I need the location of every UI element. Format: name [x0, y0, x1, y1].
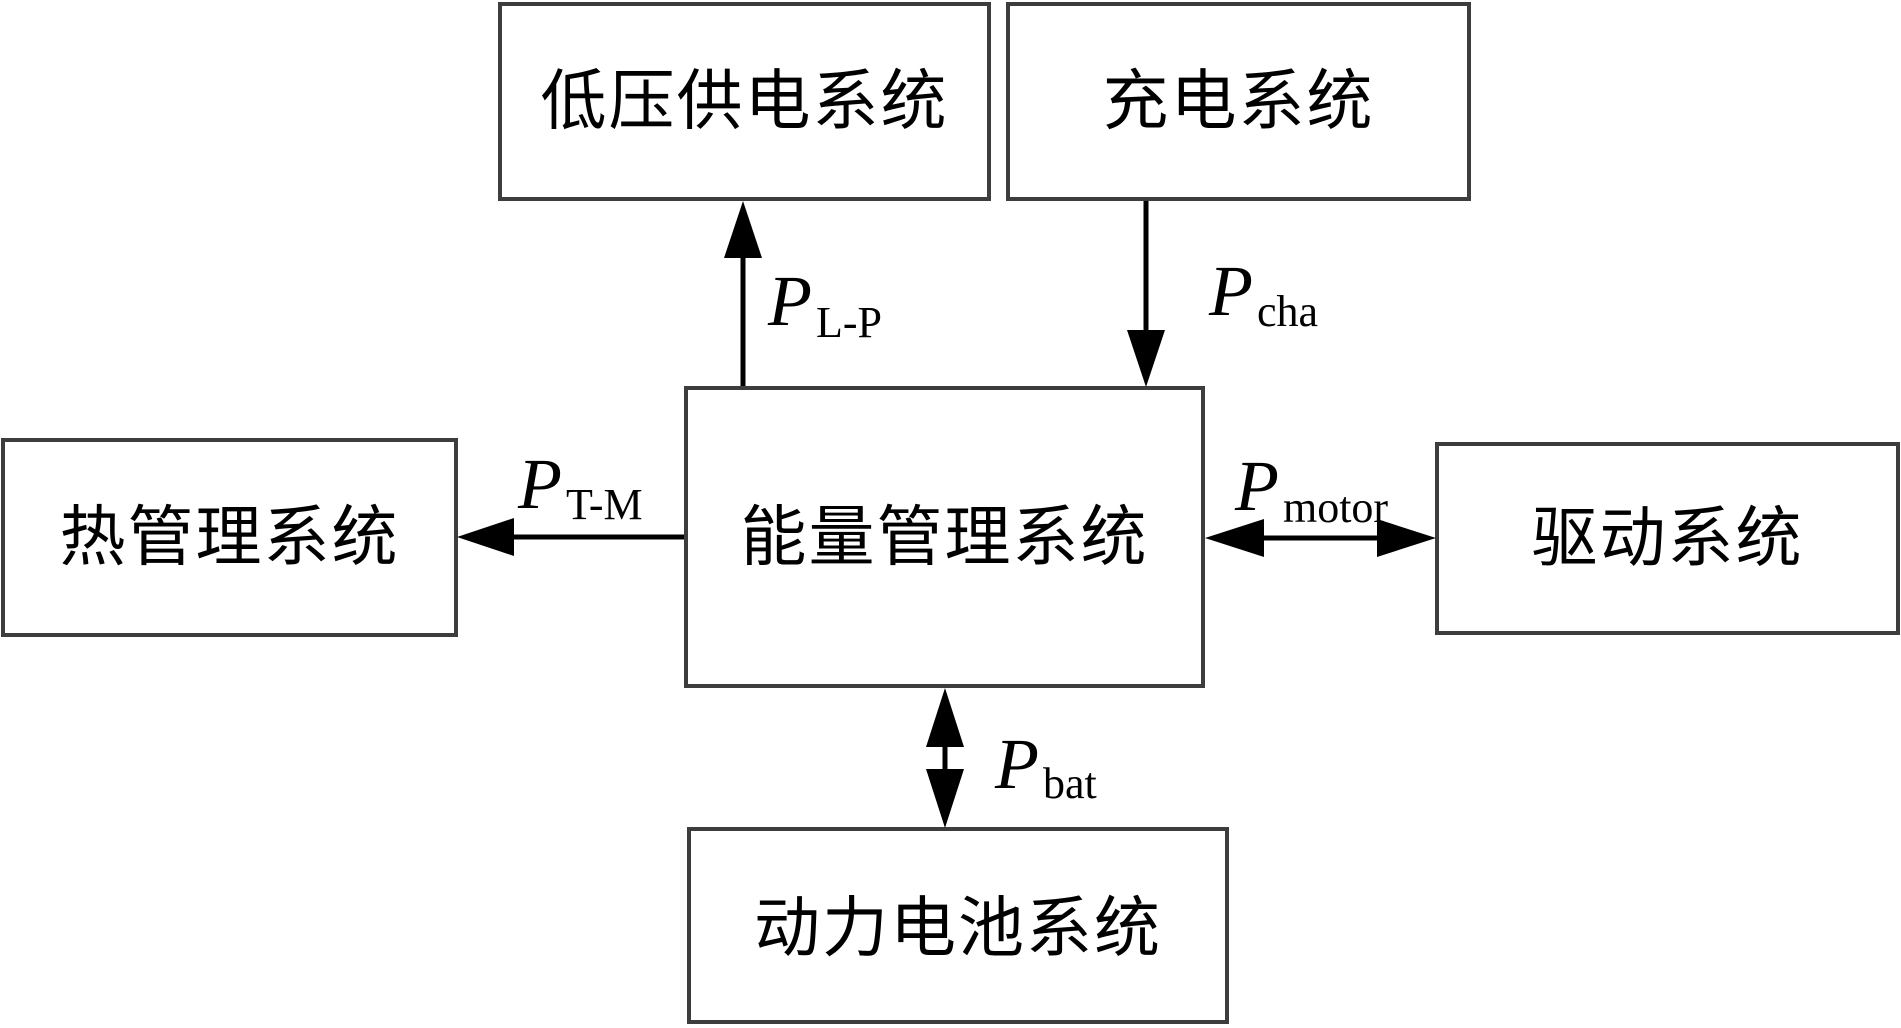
node-energy-management: 能量管理系统	[684, 386, 1205, 688]
edge-charging-to-ems: Pcha	[1127, 201, 1318, 387]
node-drive-system: 驱动系统	[1435, 442, 1900, 635]
symbol-p: P	[1234, 446, 1279, 526]
label-thermal-management: 热管理系统	[60, 499, 400, 576]
label-p-tm: PT-M	[517, 444, 643, 529]
label-energy-management: 能量管理系统	[741, 499, 1149, 576]
symbol-p: P	[517, 444, 562, 524]
arrow-down-icon	[1127, 330, 1165, 387]
box-thermal-management	[1, 438, 458, 637]
box-power-battery	[687, 827, 1229, 1024]
edge-ems-battery: Pbat	[926, 688, 1097, 828]
label-p-lp: PL-P	[767, 261, 882, 347]
edge-ems-to-low-voltage: PL-P	[724, 201, 882, 386]
box-low-voltage-supply	[498, 2, 991, 201]
node-low-voltage-supply: 低压供电系统	[498, 2, 991, 201]
label-charging-system: 充电系统	[1103, 63, 1375, 140]
box-energy-management	[684, 386, 1205, 688]
symbol-p: P	[1208, 251, 1253, 331]
subscript-bat: bat	[1043, 759, 1097, 808]
edge-ems-to-thermal: PT-M	[457, 444, 684, 556]
edge-ems-drive: Pmotor	[1205, 446, 1436, 557]
label-p-cha: Pcha	[1208, 251, 1318, 336]
subscript-motor: motor	[1283, 483, 1388, 532]
arrow-left-icon	[1205, 519, 1264, 557]
arrow-up-icon	[724, 201, 762, 258]
node-thermal-management: 热管理系统	[1, 438, 458, 637]
label-p-bat: Pbat	[994, 724, 1097, 808]
arrow-right-icon	[1377, 519, 1436, 557]
subscript-cha: cha	[1257, 287, 1318, 336]
symbol-p: P	[767, 261, 812, 341]
subscript-lp: L-P	[816, 298, 882, 347]
subscript-tm: T-M	[566, 480, 643, 529]
node-charging-system: 充电系统	[1006, 2, 1471, 201]
box-drive-system	[1435, 442, 1900, 635]
label-power-battery: 动力电池系统	[754, 890, 1162, 967]
label-p-motor: Pmotor	[1234, 446, 1388, 532]
label-drive-system: 驱动系统	[1532, 500, 1804, 577]
node-power-battery: 动力电池系统	[687, 827, 1229, 1024]
label-low-voltage-supply: 低压供电系统	[541, 63, 949, 140]
symbol-p: P	[994, 724, 1039, 804]
box-charging-system	[1006, 2, 1471, 201]
arrow-left-icon	[457, 518, 514, 556]
arrow-up-icon	[926, 688, 964, 747]
arrow-down-icon	[926, 769, 964, 828]
